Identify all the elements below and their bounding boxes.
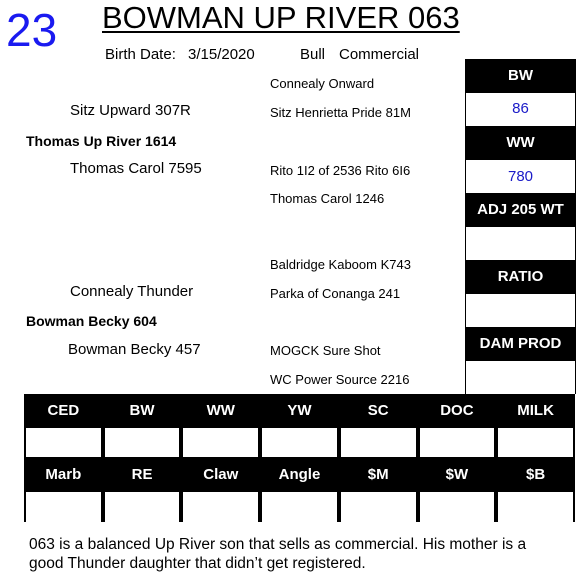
epd-value-row-2 — [24, 491, 575, 522]
birth-date: 3/15/2020 — [188, 46, 255, 63]
epd-value — [24, 491, 103, 522]
animal-type: Commercial — [339, 46, 420, 63]
epd-header: MILK — [517, 402, 554, 420]
epd-grid: CED BW WW YW SC DOC MILK Marb RE Claw An… — [24, 394, 575, 522]
sire-dam-dam: Thomas Carol 1246 — [270, 191, 385, 206]
epd-header: BW — [129, 402, 155, 420]
dam: Bowman Becky 604 — [26, 313, 157, 329]
epd-header: $M — [367, 465, 389, 483]
epd-value — [260, 491, 339, 522]
ratio-label: RATIO — [465, 260, 576, 294]
epd-value — [181, 491, 261, 522]
epd-header: $B — [526, 465, 546, 483]
epd-value — [260, 427, 339, 457]
epd-value — [102, 427, 182, 457]
epd-header: SC — [367, 402, 389, 420]
dam-dam-dam: WC Power Source 2216 — [270, 372, 410, 387]
epd-header: DOC — [440, 402, 474, 420]
epd-header: Claw — [203, 465, 239, 483]
damprod-label: DAM PROD — [465, 327, 576, 361]
notes: 063 is a balanced Up River son that sell… — [29, 536, 527, 572]
epd-header: Marb — [45, 465, 82, 483]
epd-value — [338, 427, 418, 457]
epd-header-row-1: CED BW WW YW SC DOC MILK — [24, 394, 575, 428]
ratio-value — [465, 294, 576, 327]
dam-sire-sire: Baldridge Kaboom K743 — [270, 257, 411, 272]
sire-dam-sire: Rito 1I2 of 2536 Rito 6I6 — [270, 163, 411, 178]
epd-header: Angle — [278, 465, 321, 483]
epd-value — [181, 427, 261, 457]
epd-value — [417, 491, 497, 522]
epd-header: RE — [131, 465, 153, 483]
sire: Thomas Up River 1614 — [26, 133, 177, 149]
animal-name: BOWMAN UP RIVER 063 — [102, 0, 460, 35]
epd-value — [102, 491, 182, 522]
epd-header: YW — [287, 402, 312, 420]
epd-header: CED — [47, 402, 80, 420]
ww-label: WW — [465, 126, 576, 160]
sire-sire-dam: Sitz Henrietta Pride 81M — [270, 105, 411, 120]
damprod-value — [465, 361, 576, 394]
dam-dam-sire: MOGCK Sure Shot — [270, 343, 381, 358]
sire-sire-sire: Connealy Onward — [270, 76, 375, 91]
epd-header: WW — [206, 402, 235, 420]
bw-value: 86 — [465, 93, 576, 126]
adj205-label: ADJ 205 WT — [465, 193, 576, 227]
sex: Bull — [300, 46, 326, 63]
epd-value — [24, 427, 103, 457]
epd-value — [496, 491, 575, 522]
birth-date-label: Birth Date: — [105, 46, 176, 63]
dam-dam: Bowman Becky 457 — [68, 341, 201, 358]
epd-value — [417, 427, 497, 457]
epd-value — [338, 491, 418, 522]
dam-sire-dam: Parka of Conanga 241 — [270, 286, 401, 301]
adj205-value — [465, 227, 576, 260]
sire-dam: Thomas Carol 7595 — [70, 160, 202, 177]
epd-value — [496, 427, 575, 457]
epd-value-row-1 — [24, 427, 575, 457]
ww-value: 780 — [465, 160, 576, 193]
dam-sire: Connealy Thunder — [70, 283, 194, 300]
epd-header-row-2: Marb RE Claw Angle $M $W $B — [24, 457, 575, 492]
epd-header: $W — [445, 465, 469, 483]
sire-sire: Sitz Upward 307R — [70, 102, 191, 119]
bw-label: BW — [465, 59, 576, 93]
lot-number: 23 — [6, 4, 58, 56]
